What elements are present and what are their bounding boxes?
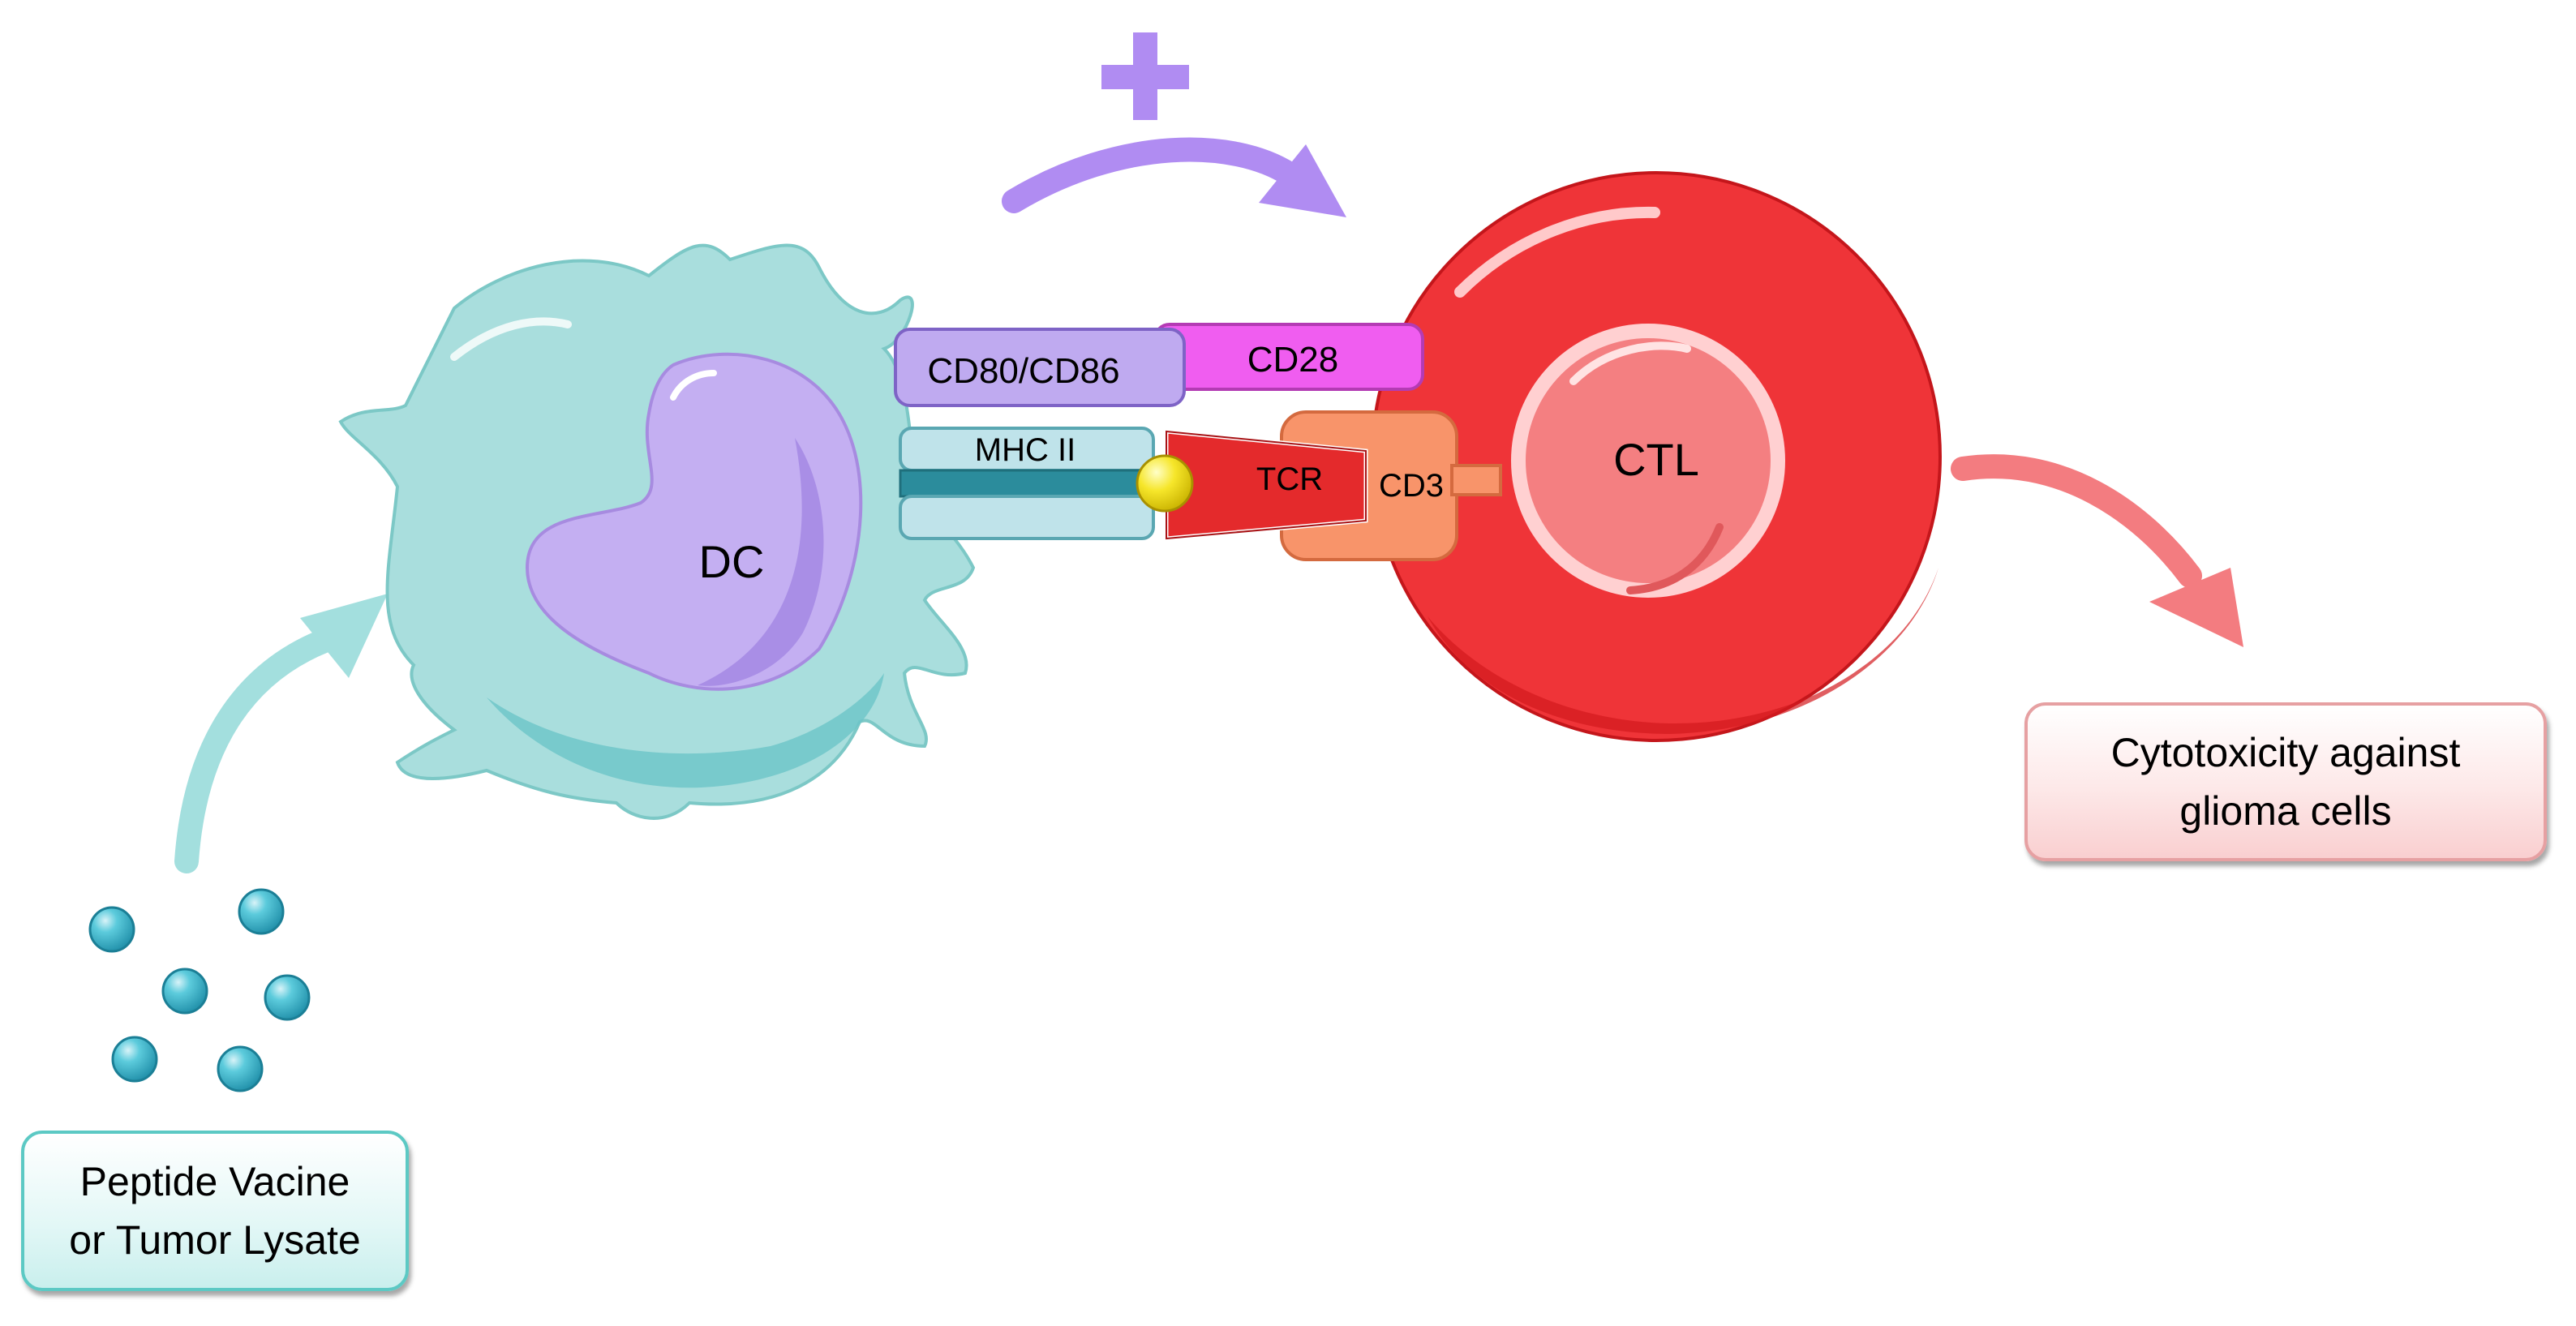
peptide-sphere (88, 906, 135, 953)
dc-nucleus (525, 352, 863, 691)
peptide-sphere (264, 974, 311, 1021)
cd3-label: CD3 (1379, 468, 1444, 504)
ctl-nucleus (1511, 324, 1785, 598)
mhc-ii-label: MHC II (975, 432, 1075, 468)
cd28-label: CD28 (1247, 340, 1339, 380)
cd80-cd86-ligand (894, 328, 1186, 407)
cytotoxicity-box: Cytotoxicity against glioma cells (2024, 702, 2547, 861)
plus-arrow (1002, 137, 1346, 217)
dendritic-cell (338, 243, 976, 820)
peptide-spheres (88, 888, 311, 1092)
ctl-output-arrow (1951, 454, 2243, 647)
peptide-sphere (161, 968, 208, 1015)
tcr-label: TCR (1256, 461, 1323, 497)
mhc-ii-molecule (899, 427, 1155, 540)
ctl-cell (1371, 171, 1942, 742)
cd80-cd86-label: CD80/CD86 (927, 351, 1119, 391)
peptide-antigen (1136, 454, 1194, 513)
peptide-sphere (217, 1045, 264, 1092)
dc-label: DC (699, 536, 765, 587)
peptide-to-dc-arrow (174, 594, 388, 873)
peptide-sphere (238, 888, 285, 935)
plus-icon (1101, 32, 1189, 120)
peptide-sphere (111, 1036, 158, 1083)
peptide-vaccine-box: Peptide Vacine or Tumor Lysate (21, 1131, 409, 1291)
ctl-label: CTL (1613, 434, 1699, 485)
